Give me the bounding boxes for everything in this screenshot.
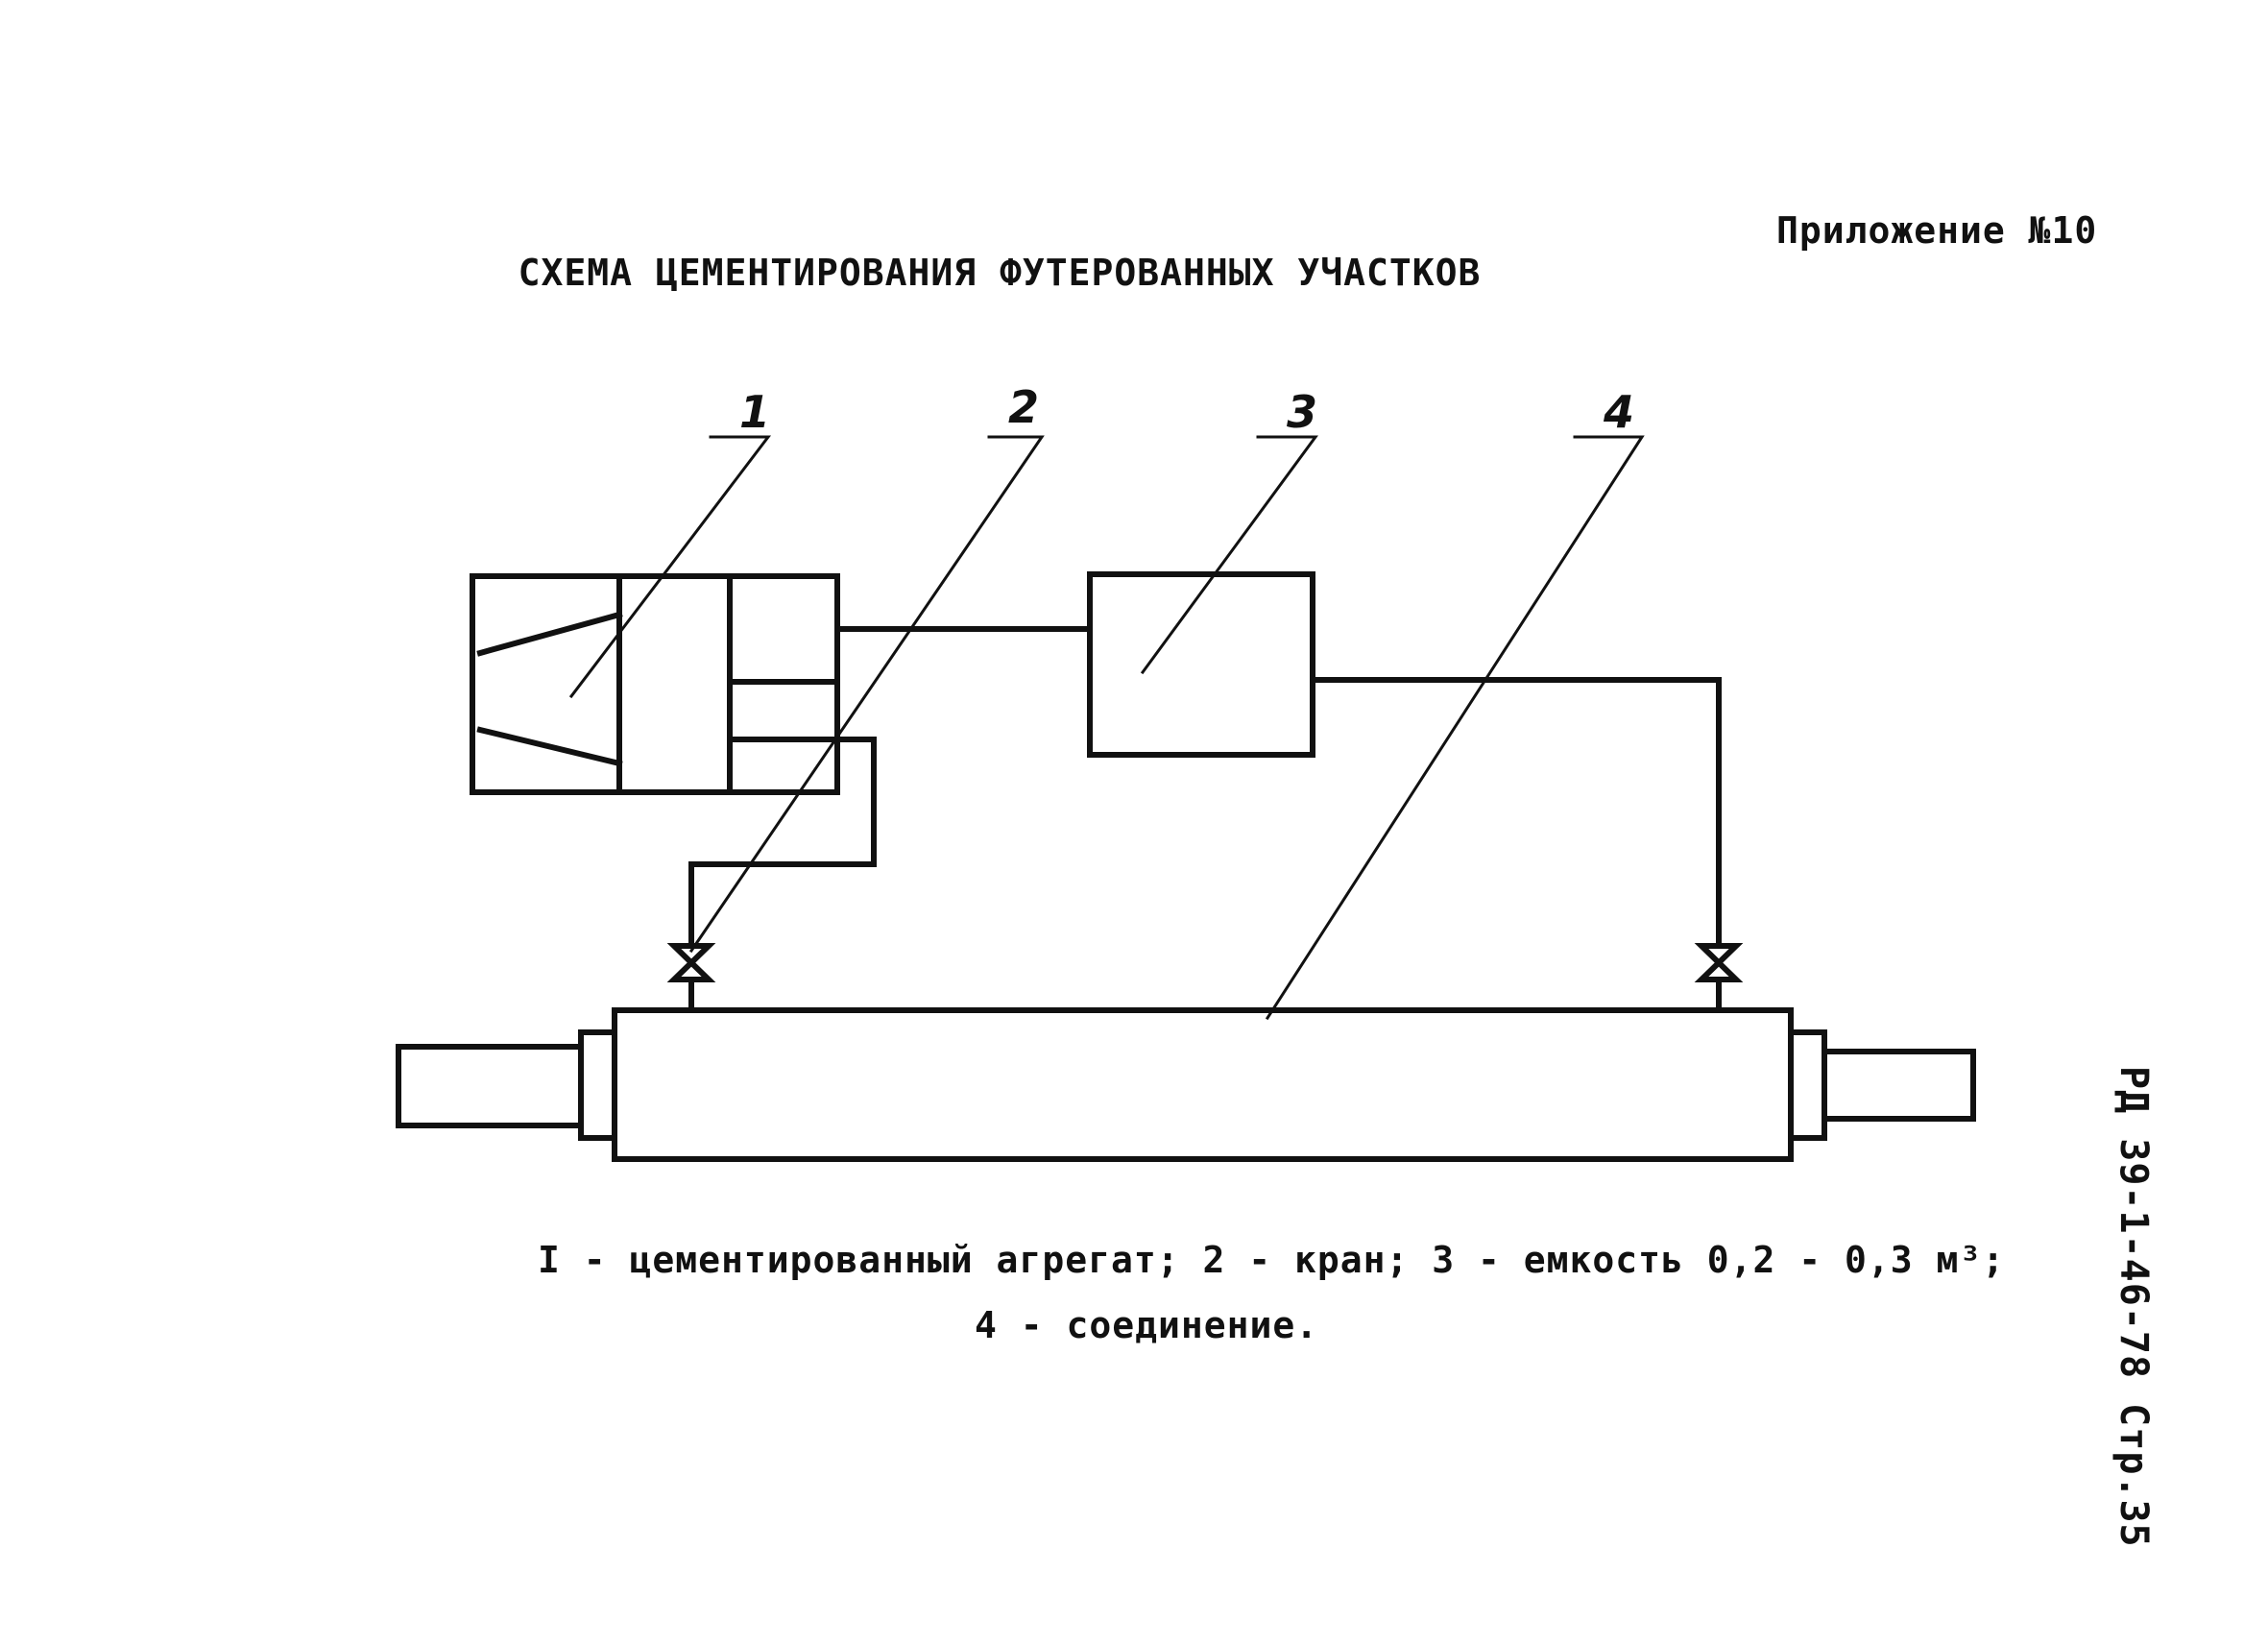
callout-2: 2 [1008, 381, 1039, 433]
leader-1 [568, 435, 772, 699]
legend-line-1: I - цементированный агрегат; 2 - кран; 3… [538, 1239, 2006, 1281]
cementing-unit [470, 573, 840, 795]
legend-line-2: 4 - соединение. [975, 1304, 1319, 1346]
appendix-label: Приложение №10 [1776, 209, 2098, 252]
tank [1087, 571, 1315, 758]
callout-1: 1 [739, 386, 770, 438]
page-title: СХЕМА ЦЕМЕНТИРОВАНИЯ ФУТЕРОВАННЫХ УЧАСТК… [518, 252, 1482, 294]
document-code: РД 39-1-46-78 Стр.35 [2111, 1066, 2156, 1548]
left-collar [578, 1029, 617, 1141]
valve-right [1694, 943, 1744, 1013]
tank-outlet-pipe [1310, 677, 1722, 949]
leader-4 [1265, 435, 1645, 1021]
leader-3 [1140, 435, 1318, 675]
callout-3: 3 [1287, 386, 1317, 438]
valve-left [666, 943, 716, 1013]
unit-outlet-pipe [688, 737, 877, 949]
callout-4: 4 [1603, 386, 1634, 438]
leader-2 [688, 435, 1045, 954]
right-collar [1788, 1029, 1827, 1141]
coupling-body [612, 1007, 1794, 1162]
